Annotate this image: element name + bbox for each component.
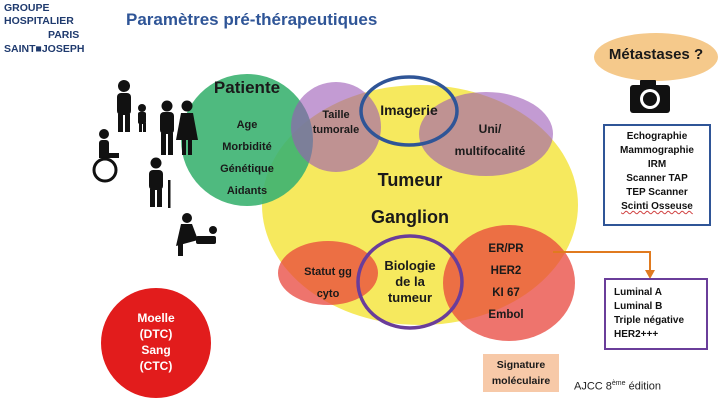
subtype-arrow: [553, 251, 651, 272]
patiente-list: Age Morbidité Génétique Aidants: [187, 114, 307, 202]
imaging-item-echographie: Echographie: [626, 131, 688, 142]
metastases-label: Métastases ?: [608, 46, 704, 63]
uni-line-1: Uni/: [478, 122, 502, 136]
imaging-item-mammographie: Mammographie: [620, 145, 694, 156]
marker-her2: HER2: [490, 265, 522, 277]
biologie-label: Biologie de la tumeur: [362, 258, 458, 306]
patiente-circle: [181, 74, 313, 206]
ajcc-rest: édition: [625, 380, 662, 393]
markers-list: ER/PR HER2 KI 67 Embol: [466, 238, 546, 326]
taille-line-1: Taille: [322, 109, 350, 121]
moelle-label: Moelle (DTC) Sang (CTC): [106, 310, 206, 374]
statut-line-1: Statut gg: [304, 266, 352, 278]
logo-line-2: HOSPITALIER: [4, 15, 74, 27]
subtypes-box: Luminal A Luminal B Triple négative HER2…: [604, 278, 708, 350]
signature-line-1: Signature: [496, 359, 546, 371]
ajcc-text: AJCC 8: [574, 380, 612, 393]
taille-label: Taille tumorale: [296, 108, 376, 138]
biologie-ring: [356, 234, 464, 330]
imagerie-ring: [359, 75, 459, 147]
biologie-line-2: de la: [395, 274, 425, 289]
statut-ellipse: [278, 241, 378, 305]
statut-label: Statut gg cyto: [282, 261, 374, 305]
metastases-blob: [594, 33, 718, 81]
patiente-item-age: Age: [236, 119, 258, 131]
signature-line-2: moléculaire: [491, 375, 551, 387]
marker-embol: Embol: [488, 309, 524, 321]
taille-line-2: tumorale: [312, 124, 360, 136]
biologie-line-1: Biologie: [384, 258, 436, 273]
imaging-list-box: Echographie Mammographie IRM Scanner TAP…: [603, 124, 711, 226]
camera-icon: [630, 80, 670, 113]
tumeur-label: Tumeur: [377, 170, 443, 190]
logo-line-4: SAINT■JOSEPH: [4, 43, 85, 55]
page-title: Paramètres pré-thérapeutiques: [126, 10, 378, 29]
subtype-her2: HER2+++: [614, 329, 659, 340]
marker-ki67: KI 67: [492, 287, 520, 299]
moelle-line-1: Moelle: [137, 311, 175, 325]
patiente-title: Patiente: [213, 78, 281, 97]
subtype-luminal-b: Luminal B: [614, 301, 663, 312]
moelle-circle: [101, 288, 211, 398]
imagerie-label: Imagerie: [380, 102, 438, 118]
moelle-line-4: (CTC): [139, 359, 173, 373]
imaging-item-tep-scanner: TEP Scanner: [626, 187, 688, 198]
statut-line-2: cyto: [316, 288, 340, 300]
moelle-line-2: (DTC): [139, 327, 173, 341]
imaging-item-scanner-tap: Scanner TAP: [626, 173, 688, 184]
uni-line-2: multifocalité: [454, 144, 526, 158]
subtype-triple-negative: Triple négative: [614, 315, 685, 326]
uni-label: Uni/ multifocalité: [440, 118, 540, 162]
taille-ellipse: [291, 82, 381, 172]
subtype-luminal-a: Luminal A: [614, 287, 662, 298]
ganglion-label: Ganglion: [371, 207, 449, 227]
moelle-line-3: Sang: [141, 343, 171, 357]
people-icon: [92, 80, 217, 256]
biologie-line-3: tumeur: [387, 290, 433, 305]
logo-line-3: PARIS: [48, 29, 80, 41]
hospital-logo: GROUPE HOSPITALIER PARIS SAINT■JOSEPH: [2, 2, 98, 60]
patiente-item-aidants: Aidants: [226, 185, 268, 197]
subtype-arrowhead: [645, 270, 655, 279]
markers-ellipse: [443, 225, 575, 341]
ajcc-sup: ème: [611, 380, 626, 387]
patiente-item-genetique: Génétique: [220, 163, 274, 175]
imaging-item-irm: IRM: [647, 159, 667, 170]
ajcc-edition: AJCC 8ème édition: [574, 380, 661, 393]
logo-line-1: GROUPE: [4, 2, 50, 14]
imaging-item-scinti-osseuse: Scinti Osseuse: [621, 201, 693, 212]
marker-er-pr: ER/PR: [488, 243, 524, 255]
uni-ellipse: [419, 92, 553, 176]
patiente-item-morbidite: Morbidité: [222, 141, 272, 153]
signature-box: Signature moléculaire: [483, 354, 559, 392]
